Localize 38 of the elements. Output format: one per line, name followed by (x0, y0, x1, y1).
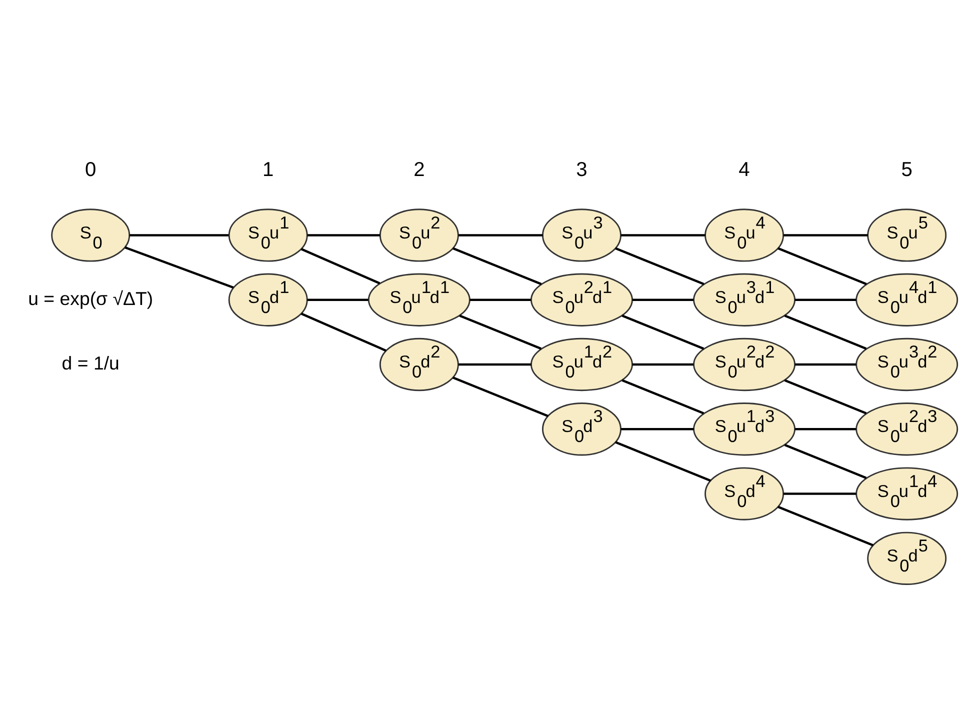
connector (470, 298, 531, 301)
connector (621, 427, 694, 430)
connector (622, 378, 704, 414)
label: 2 (414, 158, 425, 180)
connector (778, 246, 867, 285)
connector (615, 246, 704, 285)
label: 3 (576, 158, 588, 180)
connector (615, 440, 712, 482)
connector (632, 362, 694, 366)
connector (794, 427, 856, 430)
connector (784, 234, 868, 236)
label: 4 (738, 158, 750, 180)
connector (452, 246, 542, 285)
label: u = exp(σ √ΔT) (28, 287, 154, 308)
connector (130, 234, 229, 236)
connector (784, 378, 867, 414)
label: d = 1/u (62, 352, 120, 373)
label: 5 (901, 158, 912, 180)
connector (300, 248, 380, 284)
connector (307, 234, 380, 236)
connector (794, 298, 856, 301)
connector (784, 492, 856, 494)
label: 0 (85, 158, 96, 180)
connector (778, 505, 874, 546)
connector (307, 298, 368, 301)
connector (622, 314, 704, 350)
connector (458, 362, 532, 366)
connector (459, 314, 542, 350)
connector (124, 246, 234, 288)
connector (300, 312, 386, 352)
connector (794, 362, 856, 366)
connector (458, 234, 543, 236)
connector (452, 376, 548, 417)
label: 1 (262, 158, 274, 180)
connector (621, 234, 706, 236)
connector (632, 298, 694, 301)
connector (784, 314, 867, 350)
connector (784, 443, 867, 478)
